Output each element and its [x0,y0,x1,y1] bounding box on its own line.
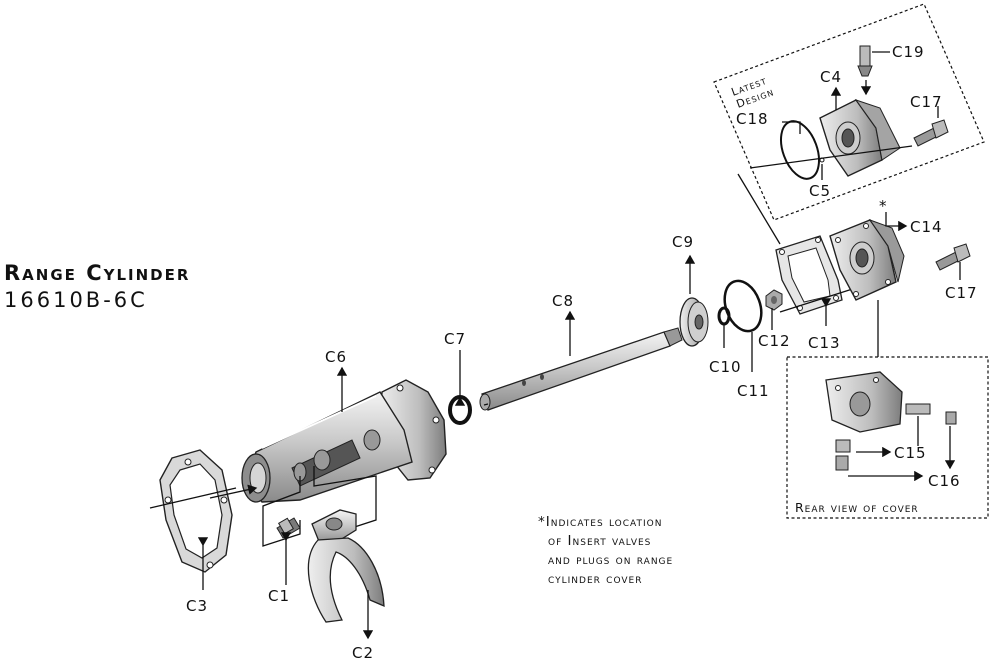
label-c17-lower: C17 [945,284,978,302]
label-c7: C7 [444,330,466,348]
c15-insert-valve [835,403,957,471]
c13-gasket [775,235,843,315]
c6-cylinder-housing [241,379,447,503]
axis-line-a [483,403,489,406]
c11-o-ring [723,279,763,333]
label-c10: C10 [709,358,742,376]
c9-piston [679,297,709,347]
label-c6: C6 [325,348,347,366]
c17-bolt-upper [913,119,949,147]
note-line2: of Insert valves [548,533,651,549]
axis-line-c14 [779,285,863,313]
c7-o-ring [448,395,472,425]
c4-cover [819,99,901,177]
axis-line-c3 [149,487,237,509]
axis-line-latest [749,145,913,169]
label-c17-upper: C17 [910,93,943,111]
asterisk-mark: * [879,197,888,215]
c12-nut [765,289,783,311]
rear-cover [825,371,903,433]
note-line4: cylinder cover [548,571,643,587]
label-c5: C5 [809,182,831,200]
label-c18: C18 [736,110,769,128]
label-c1: C1 [268,587,290,605]
axis-line-c6 [209,484,258,499]
bracket-c2 [313,466,377,535]
c18-leader [782,121,801,134]
label-c9: C9 [672,233,694,251]
label-c4: C4 [820,68,842,86]
label-c14: C14 [910,218,943,236]
note-line1: *Indicates location [538,514,662,530]
rear-view-box [786,356,989,519]
c2-shift-fork [307,509,385,623]
rear-view-caption: Rear view of cover [795,500,919,515]
c14-cover [829,218,905,301]
c8-shaft [479,327,683,411]
c14-leader [885,212,908,232]
label-c13: C13 [808,334,841,352]
link-latest-to-cover [737,173,781,245]
label-c16: C16 [928,472,961,490]
label-c15: C15 [894,444,927,462]
note-line3: and plugs on range [548,552,673,568]
label-c19: C19 [892,43,925,61]
latest-design-box [713,3,985,221]
label-c11: C11 [737,382,770,400]
label-c2: C2 [352,644,374,662]
c17-bolt-lower [935,243,971,271]
label-c8: C8 [552,292,574,310]
c3-gasket [159,449,233,573]
c19-plug [857,45,873,77]
diagram-title: Range Cylinder [4,261,190,285]
bracket-c1 [262,476,301,547]
label-c12: C12 [758,332,791,350]
part-number: 16610B-6C [4,288,148,312]
label-c3: C3 [186,597,208,615]
